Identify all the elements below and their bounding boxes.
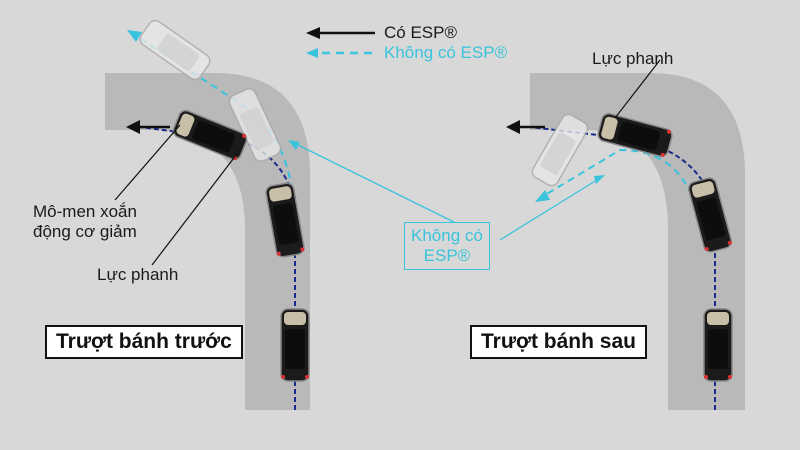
legend-cyan-arrow-icon (306, 48, 318, 58)
without-esp-line1: Không có (411, 226, 483, 245)
title-rear-skid: Trượt bánh sau (470, 325, 647, 359)
left-car-3 (280, 308, 310, 382)
right-arrow-head-black (506, 120, 520, 134)
legend-black-arrow-icon (306, 27, 320, 39)
legend-without-esp: Không có ESP® (384, 43, 508, 62)
title-front-skid: Trượt bánh trước (45, 325, 243, 359)
without-esp-box: Không có ESP® (404, 222, 490, 270)
left-arrow-head-cyan (127, 30, 142, 42)
label-torque: Mô-men xoắn (33, 202, 137, 221)
left-arrow-head-black (126, 120, 140, 134)
label-brake-right: Lực phanh (592, 49, 674, 68)
label-torque-2: động cơ giảm (33, 222, 137, 241)
right-arrow-head-cyan (535, 190, 550, 202)
right-car-3 (703, 308, 733, 382)
right-road (530, 73, 745, 410)
legend-with-esp: Có ESP® (384, 23, 457, 42)
label-brake-left: Lực phanh (97, 265, 179, 284)
without-esp-line2: ESP® (423, 246, 471, 265)
